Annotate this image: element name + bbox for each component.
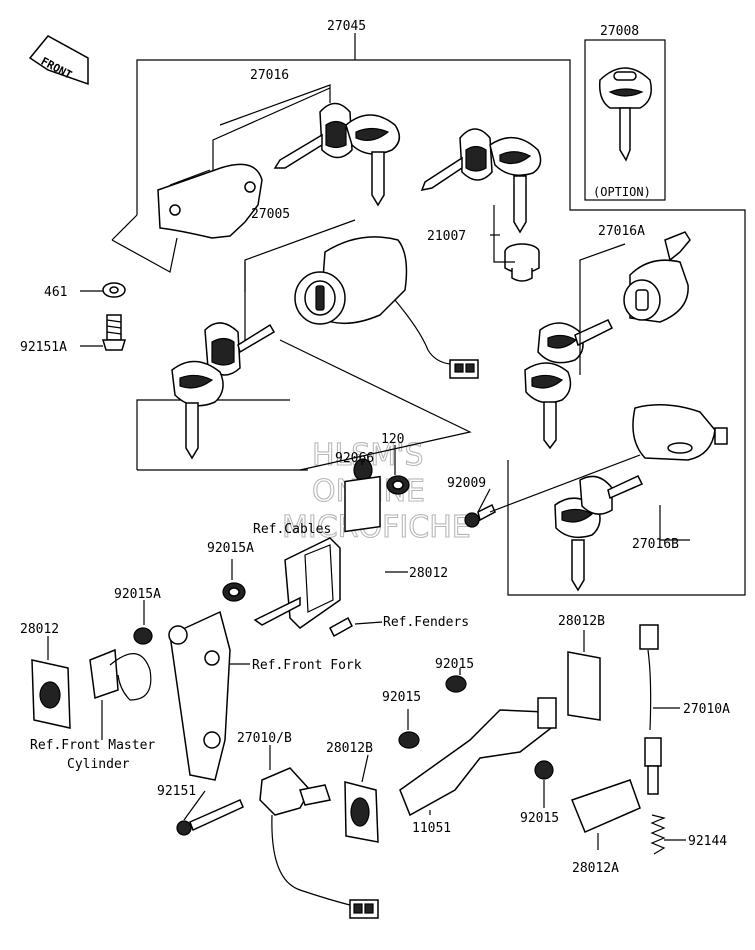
cap-icon xyxy=(504,243,540,282)
option-label: (OPTION) xyxy=(593,185,651,199)
key-pair-top-icon xyxy=(273,102,401,207)
leader-lines xyxy=(47,33,690,850)
seat-lock-icon xyxy=(623,231,691,323)
label-27010A: 27010A xyxy=(683,702,730,717)
option-key-icon xyxy=(598,67,652,162)
label-11051: 11051 xyxy=(412,821,451,836)
label-92009: 92009 xyxy=(447,476,486,491)
label-120: 120 xyxy=(381,432,404,447)
front-arrow-icon: FRONT xyxy=(28,35,89,86)
ref-front-fork: Ref.Front Fork xyxy=(252,658,362,673)
bolt-92151-icon xyxy=(176,799,244,836)
bolt-92151A-icon xyxy=(101,314,127,351)
key-pair-right-icon xyxy=(420,128,542,234)
bolt-fenders-icon xyxy=(329,616,353,638)
collar-92015A-icon xyxy=(222,582,246,602)
switch-27010B-icon xyxy=(259,767,379,919)
reflector-left-icon xyxy=(31,627,153,729)
reference-labels: Ref.Cables Ref.Fenders Ref.Front Fork Re… xyxy=(30,522,469,772)
label-27010B: 27010/B xyxy=(237,731,292,746)
label-27005: 27005 xyxy=(251,207,290,222)
reflector-bracket-icon xyxy=(253,475,381,629)
key-pair-left-icon xyxy=(171,322,276,460)
label-92015A-upper: 92015A xyxy=(207,541,254,556)
label-28012-left: 28012 xyxy=(20,622,59,637)
front-fork-icon xyxy=(168,610,231,781)
label-92015-middle: 92015 xyxy=(382,690,421,705)
reflector-28012A-icon xyxy=(534,760,641,833)
label-461: 461 xyxy=(44,285,67,300)
label-92151A: 92151A xyxy=(20,340,67,355)
label-21007: 21007 xyxy=(427,229,466,244)
damper-120-icon xyxy=(386,475,410,495)
label-27016: 27016 xyxy=(250,68,289,83)
label-28012A: 28012A xyxy=(572,861,619,876)
spring-92144-icon xyxy=(650,814,666,855)
label-92015-lower: 92015 xyxy=(520,811,559,826)
ref-fenders: Ref.Fenders xyxy=(383,615,469,630)
screw-92009-icon xyxy=(464,503,496,528)
label-27016B: 27016B xyxy=(632,537,679,552)
ref-cables: Ref.Cables xyxy=(253,522,331,537)
reflector-28012B-right-icon xyxy=(567,651,601,721)
tank-lock-icon xyxy=(632,404,728,461)
label-28012B-lower: 28012B xyxy=(326,741,373,756)
label-92151: 92151 xyxy=(157,784,196,799)
label-92015A-lower: 92015A xyxy=(114,587,161,602)
part-labels: 27045 27008 27016 27005 21007 27016A 461… xyxy=(20,19,730,876)
option-box xyxy=(584,39,666,201)
reflector-28012B-bottom-icon xyxy=(344,781,379,843)
label-28012B-upper: 28012B xyxy=(558,614,605,629)
ref-front-master-line1: Ref.Front Master xyxy=(30,738,155,753)
switch-27010A-icon xyxy=(639,624,662,795)
ref-front-master-line2: Cylinder xyxy=(67,757,130,772)
label-92015-upper: 92015 xyxy=(435,657,474,672)
ignition-switch-icon xyxy=(294,236,479,379)
label-27016A: 27016A xyxy=(598,224,645,239)
label-92066: 92066 xyxy=(335,451,374,466)
key-bracket-icon xyxy=(157,163,263,239)
key-pair-tank-icon xyxy=(554,475,644,592)
bracket-11051-icon xyxy=(398,675,557,817)
assembly-outline xyxy=(111,59,746,596)
label-92144: 92144 xyxy=(688,834,727,849)
label-28012-right: 28012 xyxy=(409,566,448,581)
nut-461-icon xyxy=(102,282,126,298)
label-27045: 27045 xyxy=(327,19,366,34)
key-pair-lock-icon xyxy=(524,319,614,450)
label-27008: 27008 xyxy=(600,24,639,39)
